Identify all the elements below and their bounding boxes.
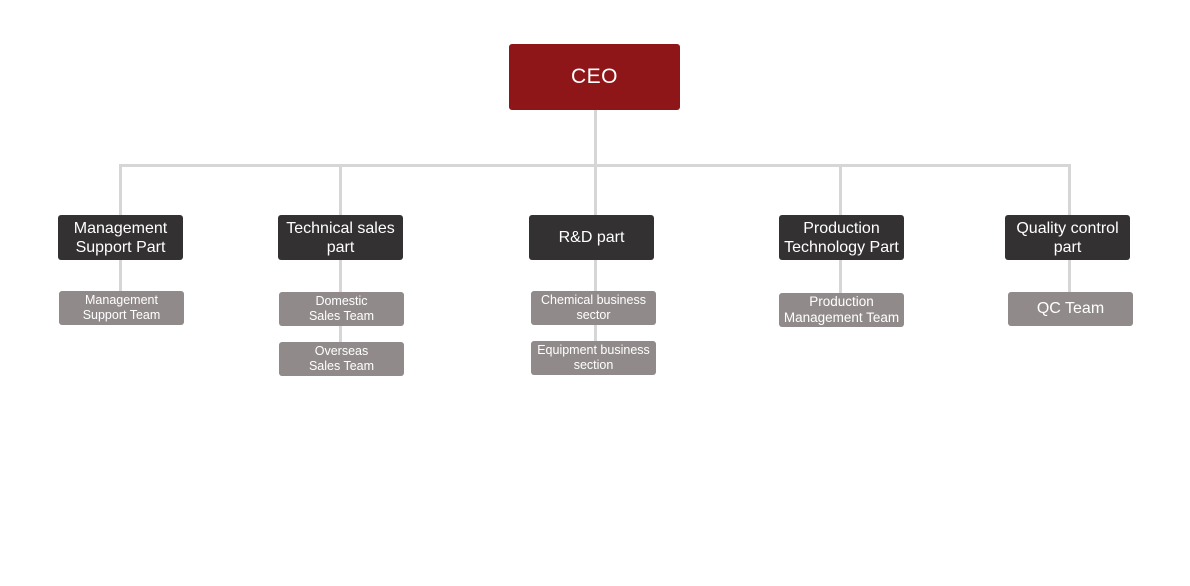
connector-dept-2 <box>339 164 342 216</box>
connector-team-4 <box>839 259 842 294</box>
connector-dept-5 <box>1068 164 1071 216</box>
connector-team-5 <box>1068 259 1071 293</box>
team-overseas-sales: Overseas Sales Team <box>279 342 404 376</box>
connector-team-2a <box>339 259 342 293</box>
department-rnd: R&D part <box>529 215 654 260</box>
team-equipment-business: Equipment business section <box>531 341 656 375</box>
team-production-management: Production Management Team <box>779 293 904 327</box>
connector-team-3a <box>594 259 597 292</box>
department-quality-control: Quality control part <box>1005 215 1130 260</box>
team-management-support: Management Support Team <box>59 291 184 325</box>
connector-dept-1 <box>119 164 122 216</box>
ceo-box: CEO <box>509 44 680 110</box>
connector-dept-4 <box>839 164 842 216</box>
connector-dept-3 <box>594 164 597 216</box>
connector-team-3b <box>594 325 597 342</box>
department-technical-sales: Technical sales part <box>278 215 403 260</box>
department-production-technology: Production Technology Part <box>779 215 904 260</box>
connector-team-1 <box>119 259 122 292</box>
team-chemical-business: Chemical business sector <box>531 291 656 325</box>
connector-team-2b <box>339 326 342 343</box>
team-qc: QC Team <box>1008 292 1133 326</box>
department-management-support: Management Support Part <box>58 215 183 260</box>
connector-ceo-trunk <box>594 110 597 166</box>
team-domestic-sales: Domestic Sales Team <box>279 292 404 326</box>
